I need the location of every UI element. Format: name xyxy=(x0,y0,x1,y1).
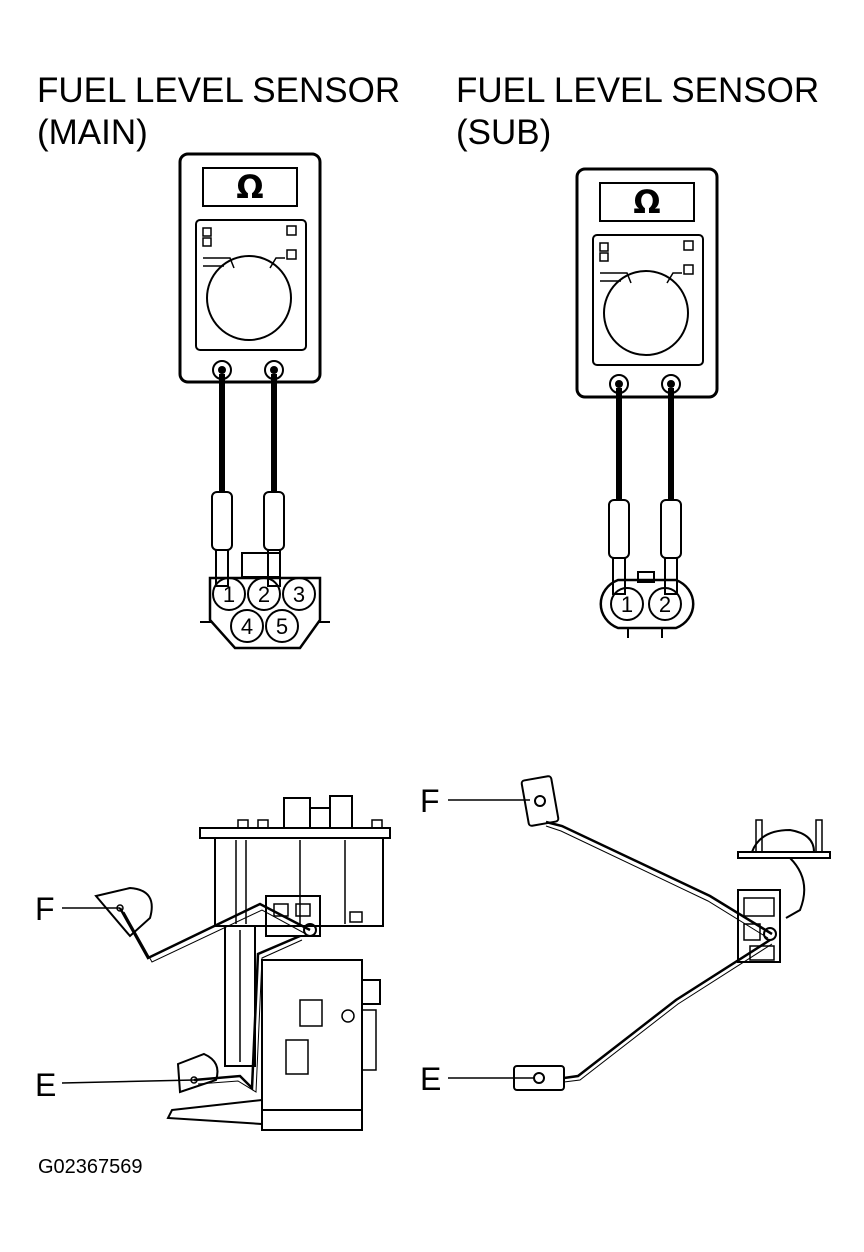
fuel-pump-assembly-icon xyxy=(166,795,391,1131)
main-connector-icon: 1 2 3 4 5 xyxy=(200,552,330,650)
main-sensor-title: FUEL LEVEL SENSOR (MAIN) xyxy=(37,70,400,154)
main-pin-2: 2 xyxy=(258,582,270,607)
sub-float-arm-e xyxy=(513,938,773,1091)
main-callout-f: F xyxy=(35,891,55,927)
main-e-leader xyxy=(61,1079,195,1084)
sub-sender-unit-icon xyxy=(737,819,831,963)
sub-meter-unit: Ω xyxy=(633,183,660,221)
sub-pin-2: 2 xyxy=(659,592,671,617)
main-meter-unit: Ω xyxy=(236,168,263,206)
main-pin-1: 1 xyxy=(223,582,235,607)
sub-float-arm-f xyxy=(520,775,773,939)
sub-probe-leads xyxy=(608,388,682,595)
main-callout-e: E xyxy=(35,1067,56,1103)
main-pin-5: 5 xyxy=(276,614,288,639)
main-float-arm-e xyxy=(176,934,303,1094)
sub-connector-icon: 1 2 xyxy=(599,571,695,638)
main-title-line1: FUEL LEVEL SENSOR xyxy=(37,71,401,110)
main-title-line2: (MAIN) xyxy=(37,113,148,152)
main-ohmmeter-icon: Ω xyxy=(178,152,322,384)
main-pin-3: 3 xyxy=(293,582,305,607)
sub-sensor-title: FUEL LEVEL SENSOR (SUB) xyxy=(456,70,819,154)
sub-callout-f: F xyxy=(420,783,440,819)
sub-title-line2: (SUB) xyxy=(456,113,552,152)
figure-id: G02367569 xyxy=(38,1156,143,1178)
sub-callout-e: E xyxy=(420,1061,441,1097)
sub-pin-1: 1 xyxy=(621,592,633,617)
sub-title-line1: FUEL LEVEL SENSOR xyxy=(456,71,820,110)
main-probe-leads xyxy=(211,374,285,587)
main-float-arm-f xyxy=(94,886,311,963)
main-pin-4: 4 xyxy=(241,614,253,639)
sub-ohmmeter-icon: Ω xyxy=(575,167,719,399)
